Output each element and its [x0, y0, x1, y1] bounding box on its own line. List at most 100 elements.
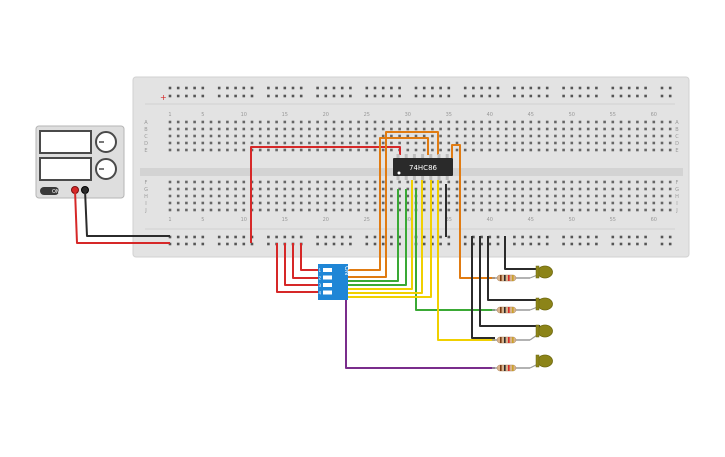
rail-hole[interactable] [193, 94, 196, 98]
breadboard-hole[interactable] [349, 120, 352, 124]
breadboard-hole[interactable] [201, 134, 205, 138]
breadboard-hole[interactable] [627, 120, 631, 124]
breadboard-hole[interactable] [660, 148, 664, 152]
breadboard-hole[interactable] [652, 187, 656, 191]
breadboard-hole[interactable] [398, 201, 401, 205]
breadboard-hole[interactable] [357, 134, 360, 138]
breadboard-hole[interactable] [283, 127, 287, 131]
breadboard-hole[interactable] [299, 134, 303, 138]
rail-hole[interactable] [480, 94, 483, 98]
breadboard-hole[interactable] [611, 141, 615, 145]
breadboard-hole[interactable] [226, 148, 229, 152]
breadboard-hole[interactable] [258, 187, 262, 191]
breadboard-hole[interactable] [562, 127, 565, 131]
breadboard-hole[interactable] [390, 194, 393, 198]
rail-hole[interactable] [668, 94, 672, 98]
breadboard-hole[interactable] [431, 187, 434, 191]
breadboard-hole[interactable] [209, 180, 213, 184]
breadboard-hole[interactable] [611, 120, 615, 124]
breadboard-hole[interactable] [398, 127, 401, 131]
rail-hole[interactable] [217, 94, 221, 98]
rail-hole[interactable] [562, 94, 565, 98]
rail-hole[interactable] [545, 86, 549, 90]
breadboard-hole[interactable] [250, 141, 254, 145]
breadboard-hole[interactable] [578, 187, 582, 191]
breadboard-hole[interactable] [496, 187, 500, 191]
rail-hole[interactable] [537, 235, 541, 239]
breadboard-hole[interactable] [340, 208, 344, 212]
rail-hole[interactable] [488, 235, 492, 239]
breadboard-hole[interactable] [537, 127, 541, 131]
breadboard-hole[interactable] [488, 134, 492, 138]
breadboard-hole[interactable] [168, 180, 172, 184]
breadboard-hole[interactable] [275, 208, 278, 212]
breadboard-hole[interactable] [185, 180, 188, 184]
wire-yellow-2[interactable] [346, 180, 423, 294]
rail-hole[interactable] [431, 242, 434, 246]
breadboard-hole[interactable] [636, 201, 639, 205]
rail-hole[interactable] [660, 235, 664, 239]
breadboard-hole[interactable] [283, 141, 287, 145]
rail-hole[interactable] [578, 235, 582, 239]
breadboard-hole[interactable] [332, 208, 336, 212]
rail-hole[interactable] [586, 235, 590, 239]
breadboard-hole[interactable] [668, 141, 672, 145]
breadboard-hole[interactable] [365, 148, 369, 152]
breadboard-hole[interactable] [275, 134, 278, 138]
breadboard-hole[interactable] [504, 127, 508, 131]
breadboard-hole[interactable] [275, 141, 278, 145]
rail-hole[interactable] [595, 94, 598, 98]
breadboard-hole[interactable] [324, 141, 328, 145]
breadboard-hole[interactable] [570, 187, 574, 191]
breadboard-hole[interactable] [373, 208, 377, 212]
breadboard-hole[interactable] [488, 141, 492, 145]
breadboard-hole[interactable] [234, 208, 237, 212]
rail-hole[interactable] [381, 242, 385, 246]
breadboard-hole[interactable] [496, 201, 500, 205]
breadboard-hole[interactable] [652, 127, 656, 131]
breadboard-hole[interactable] [226, 141, 229, 145]
rail-hole[interactable] [611, 235, 615, 239]
wire-green-2[interactable] [346, 189, 407, 286]
breadboard-hole[interactable] [234, 194, 237, 198]
breadboard-hole[interactable] [258, 148, 262, 152]
rail-hole[interactable] [513, 86, 516, 90]
rail-hole[interactable] [447, 86, 451, 90]
breadboard-hole[interactable] [480, 120, 483, 124]
breadboard-hole[interactable] [234, 148, 237, 152]
breadboard-hole[interactable] [381, 120, 385, 124]
breadboard-hole[interactable] [398, 187, 401, 191]
rail-hole[interactable] [537, 86, 541, 90]
breadboard-hole[interactable] [176, 180, 180, 184]
breadboard-hole[interactable] [529, 141, 533, 145]
breadboard-hole[interactable] [258, 208, 262, 212]
breadboard-hole[interactable] [611, 127, 615, 131]
resistor[interactable] [496, 274, 517, 282]
breadboard-hole[interactable] [242, 180, 246, 184]
breadboard-hole[interactable] [488, 148, 492, 152]
wire-green-1[interactable] [346, 189, 399, 282]
breadboard-hole[interactable] [431, 141, 434, 145]
breadboard-hole[interactable] [283, 134, 287, 138]
breadboard-hole[interactable] [463, 134, 467, 138]
breadboard-hole[interactable] [217, 141, 221, 145]
breadboard-hole[interactable] [636, 208, 639, 212]
breadboard-hole[interactable] [652, 201, 656, 205]
breadboard-hole[interactable] [504, 141, 508, 145]
breadboard-hole[interactable] [447, 180, 451, 184]
breadboard-hole[interactable] [226, 194, 229, 198]
breadboard-hole[interactable] [398, 141, 401, 145]
rail-hole[interactable] [332, 235, 336, 239]
breadboard-hole[interactable] [357, 127, 360, 131]
breadboard-hole[interactable] [349, 194, 352, 198]
breadboard-hole[interactable] [496, 180, 500, 184]
breadboard-hole[interactable] [529, 201, 533, 205]
rail-hole[interactable] [463, 86, 467, 90]
breadboard-hole[interactable] [521, 180, 524, 184]
breadboard-hole[interactable] [586, 180, 590, 184]
breadboard-hole[interactable] [406, 141, 410, 145]
breadboard-hole[interactable] [242, 194, 246, 198]
wire-supply-positive[interactable] [74, 189, 170, 244]
breadboard-hole[interactable] [660, 187, 664, 191]
breadboard-hole[interactable] [373, 194, 377, 198]
